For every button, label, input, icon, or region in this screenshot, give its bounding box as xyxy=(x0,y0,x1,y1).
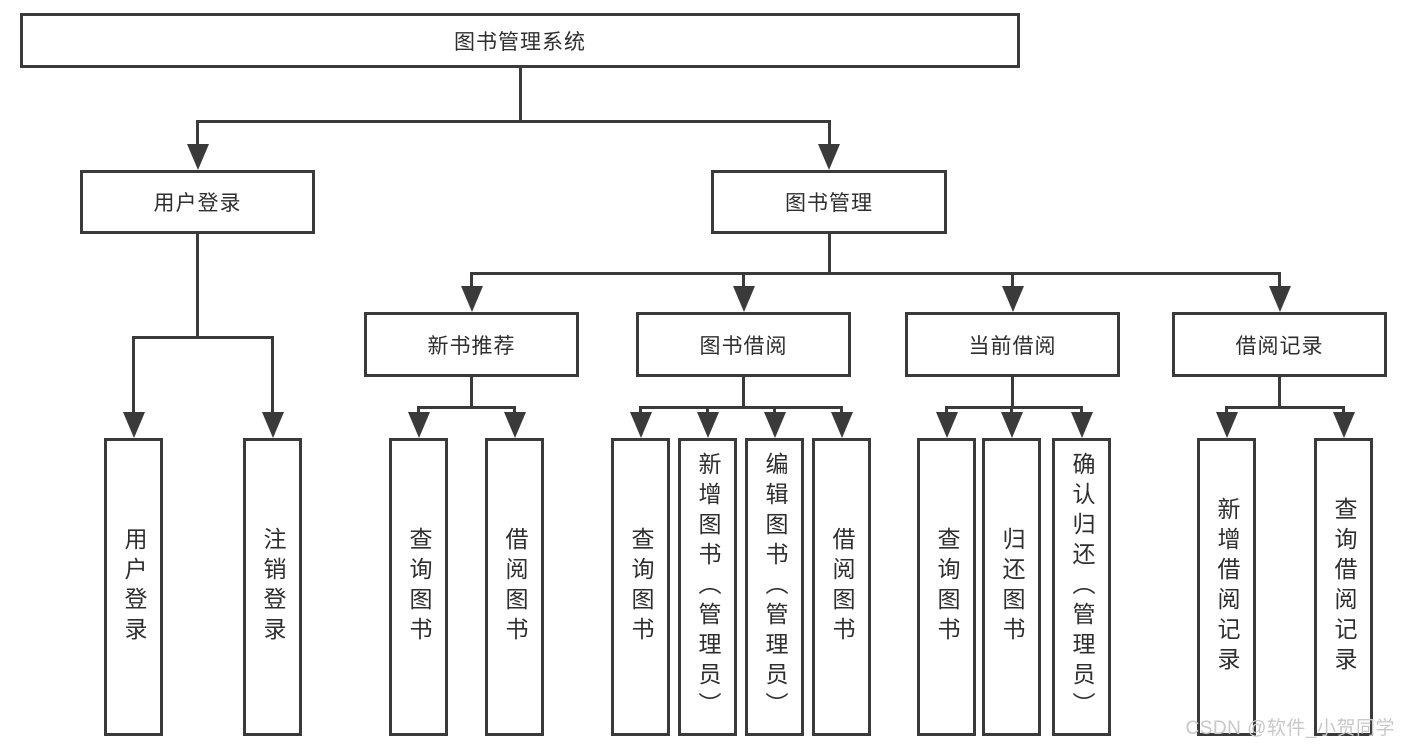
leaf-logout-label: 注销登录 xyxy=(260,527,286,647)
connector-line xyxy=(132,336,135,414)
leaf-current-query: 查询图书 xyxy=(917,438,976,736)
leaf-current-query-label: 查询图书 xyxy=(934,527,960,647)
connector-line xyxy=(1278,272,1281,288)
leaf-query-borrow-record: 查询借阅记录 xyxy=(1314,438,1373,736)
connector-line xyxy=(945,406,1083,409)
leaf-newbook-query-label: 查询图书 xyxy=(406,527,432,647)
leaf-return-book: 归还图书 xyxy=(982,438,1041,736)
connector-line xyxy=(1225,406,1345,409)
node-root-label: 图书管理系统 xyxy=(454,30,586,54)
connector-line xyxy=(513,406,516,416)
arrowhead-down-icon xyxy=(1002,286,1024,312)
node-book-management-label: 图书管理 xyxy=(785,192,873,215)
connector-line xyxy=(945,406,948,416)
node-borrow-records-label: 借阅记录 xyxy=(1235,334,1324,358)
arrowhead-down-icon xyxy=(764,412,786,438)
connector-line xyxy=(196,234,199,339)
connector-line xyxy=(1278,377,1281,409)
arrowhead-down-icon xyxy=(697,412,719,438)
node-borrow-records: 借阅记录 xyxy=(1172,312,1387,377)
arrowhead-down-icon xyxy=(936,412,958,438)
connector-line xyxy=(639,406,843,409)
arrowhead-down-icon xyxy=(461,286,483,312)
connector-line xyxy=(196,120,831,123)
connector-line xyxy=(417,406,516,409)
connector-line xyxy=(470,377,473,409)
leaf-newbook-borrow-label: 借阅图书 xyxy=(502,527,528,647)
node-current-borrow: 当前借阅 xyxy=(905,312,1120,377)
connector-line xyxy=(271,336,274,414)
arrowhead-down-icon xyxy=(1269,286,1291,312)
leaf-add-borrow-record-label: 新增借阅记录 xyxy=(1214,497,1240,677)
connector-line xyxy=(470,272,473,288)
leaf-borrow-query-label: 查询图书 xyxy=(628,527,654,647)
leaf-query-borrow-record-label: 查询借阅记录 xyxy=(1331,497,1357,677)
arrowhead-down-icon xyxy=(1001,412,1023,438)
node-new-book-recommend-label: 新书推荐 xyxy=(427,334,516,358)
arrowhead-down-icon xyxy=(818,144,840,170)
connector-line xyxy=(1011,377,1014,409)
leaf-confirm-return-admin: 确认归还（管理员） xyxy=(1052,438,1111,736)
arrowhead-down-icon xyxy=(187,144,209,170)
csdn-watermark: CSDN @软件_小贺同学 xyxy=(1185,718,1395,739)
leaf-edit-book-admin-label: 编辑图书（管理员） xyxy=(762,452,788,722)
leaf-add-borrow-record: 新增借阅记录 xyxy=(1197,438,1256,736)
node-user-login: 用户登录 xyxy=(80,170,315,234)
arrowhead-down-icon xyxy=(1216,412,1238,438)
arrowhead-down-icon xyxy=(831,412,853,438)
connector-line xyxy=(840,406,843,416)
connector-line xyxy=(828,120,831,146)
node-book-borrow: 图书借阅 xyxy=(636,312,851,377)
leaf-edit-book-admin: 编辑图书（管理员） xyxy=(745,438,804,736)
connector-line xyxy=(828,234,831,275)
leaf-borrow-book: 借阅图书 xyxy=(812,438,871,736)
connector-line xyxy=(742,377,745,409)
connector-line xyxy=(1011,272,1014,288)
leaf-borrow-query: 查询图书 xyxy=(611,438,670,736)
arrowhead-down-icon xyxy=(123,412,145,438)
node-user-login-label: 用户登录 xyxy=(153,192,242,215)
connector-line xyxy=(132,336,274,339)
arrowhead-down-icon xyxy=(262,412,284,438)
node-new-book-recommend: 新书推荐 xyxy=(364,312,579,377)
leaf-user-login-label: 用户登录 xyxy=(121,527,147,647)
connector-line xyxy=(470,272,1281,275)
leaf-user-login: 用户登录 xyxy=(104,438,163,736)
leaf-borrow-book-label: 借阅图书 xyxy=(829,527,855,647)
arrowhead-down-icon xyxy=(408,412,430,438)
node-book-borrow-label: 图书借阅 xyxy=(699,334,788,358)
arrowhead-down-icon xyxy=(733,286,755,312)
connector-line xyxy=(742,272,745,288)
arrowhead-down-icon xyxy=(1333,412,1355,438)
leaf-newbook-query: 查询图书 xyxy=(389,438,448,736)
connector-line xyxy=(519,68,522,120)
leaf-add-book-admin-label: 新增图书（管理员） xyxy=(695,452,721,722)
leaf-newbook-borrow: 借阅图书 xyxy=(485,438,544,736)
node-current-borrow-label: 当前借阅 xyxy=(968,334,1057,358)
connector-line xyxy=(1342,406,1345,416)
connector-line xyxy=(773,406,776,416)
leaf-logout: 注销登录 xyxy=(243,438,302,736)
connector-line xyxy=(1080,406,1083,416)
connector-line xyxy=(706,406,709,416)
connector-line xyxy=(639,406,642,416)
node-root: 图书管理系统 xyxy=(20,13,1020,68)
leaf-return-book-label: 归还图书 xyxy=(999,527,1025,647)
connector-line xyxy=(196,120,199,146)
leaf-confirm-return-admin-label: 确认归还（管理员） xyxy=(1069,452,1095,722)
connector-line xyxy=(1225,406,1228,416)
arrowhead-down-icon xyxy=(1071,412,1093,438)
node-book-management: 图书管理 xyxy=(711,170,947,234)
arrowhead-down-icon xyxy=(630,412,652,438)
arrowhead-down-icon xyxy=(504,412,526,438)
leaf-add-book-admin: 新增图书（管理员） xyxy=(678,438,737,736)
connector-line xyxy=(417,406,420,416)
connector-line xyxy=(1010,406,1013,416)
